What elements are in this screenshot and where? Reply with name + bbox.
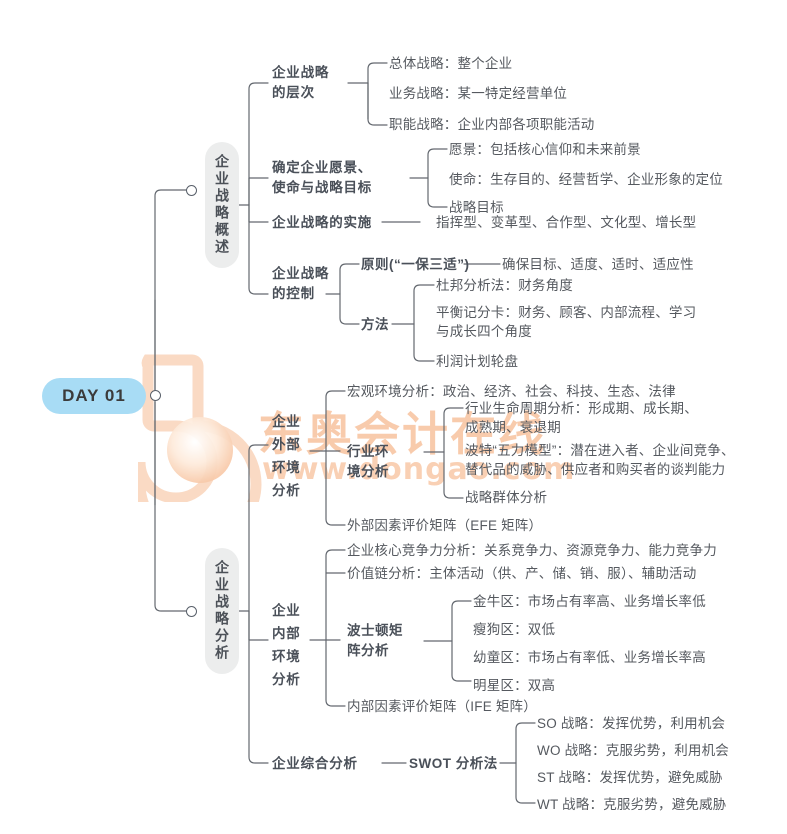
leaf-question-mark[interactable]: 幼童区：市场占有率低、业务增长率高: [473, 650, 706, 665]
node-control-methods[interactable]: 方法: [361, 317, 389, 332]
leaf-profit-plan-wheel[interactable]: 利润计划轮盘: [436, 354, 519, 369]
leaf-industry-lifecycle[interactable]: 行业生命周期分析：形成期、成长期、 成熟期、衰退期: [465, 401, 698, 435]
branch-knob-1[interactable]: [186, 185, 197, 196]
leaf-mission[interactable]: 使命：生存目的、经营哲学、企业形象的定位: [449, 172, 723, 187]
leaf-functional-strategy[interactable]: 职能战略：企业内部各项职能活动: [389, 117, 595, 132]
node-bcg-matrix[interactable]: 波士顿矩 阵分析: [347, 623, 403, 658]
leaf-strategic-goal[interactable]: 战略目标: [449, 200, 504, 215]
leaf-strategic-group[interactable]: 战略群体分析: [465, 490, 548, 505]
branch-node-strategy-analysis[interactable]: 企业战略分析: [205, 548, 239, 674]
leaf-st-strategy[interactable]: ST 战略：发挥优势，避免威胁: [537, 770, 723, 785]
leaf-ife-matrix[interactable]: 内部因素评价矩阵（IFE 矩阵）: [347, 699, 537, 714]
node-strategy-levels[interactable]: 企业战略 的层次: [272, 65, 330, 100]
node-external-environment[interactable]: 企业 外部 环境 分析: [272, 414, 301, 498]
leaf-dupont-analysis[interactable]: 杜邦分析法：财务角度: [436, 278, 573, 293]
leaf-business-strategy[interactable]: 业务战略：某一特定经营单位: [389, 86, 568, 101]
leaf-porter-five-forces[interactable]: 波特“五力模型”：潜在进入者、企业间竞争、 替代品的威胁、供应者和购买者的谈判能…: [465, 443, 735, 477]
branch-knob-2[interactable]: [186, 606, 197, 617]
node-industry-environment[interactable]: 行业环 境分析: [347, 444, 389, 479]
leaf-principle-detail[interactable]: 确保目标、适度、适时、适应性: [502, 257, 694, 272]
leaf-wo-strategy[interactable]: WO 战略：克服劣势，利用机会: [537, 743, 729, 758]
leaf-implementation-types[interactable]: 指挥型、变革型、合作型、文化型、增长型: [436, 215, 697, 230]
node-vision-mission-goals[interactable]: 确定企业愿景、 使命与战略目标: [272, 160, 373, 195]
node-internal-environment[interactable]: 企业 内部 环境 分析: [272, 603, 301, 687]
node-comprehensive-analysis[interactable]: 企业综合分析: [272, 756, 358, 771]
leaf-core-competence[interactable]: 企业核心竞争力分析：关系竞争力、资源竞争力、能力竞争力: [347, 543, 717, 558]
leaf-balanced-scorecard[interactable]: 平衡记分卡：财务、顾客、内部流程、学习 与成长四个角度: [436, 305, 697, 339]
leaf-wt-strategy[interactable]: WT 战略：克服劣势，避免威胁: [537, 797, 727, 812]
leaf-so-strategy[interactable]: SO 战略：发挥优势，利用机会: [537, 716, 726, 731]
root-node[interactable]: DAY 01: [42, 378, 146, 414]
leaf-overall-strategy[interactable]: 总体战略：整个企业: [389, 56, 513, 71]
leaf-star[interactable]: 明星区：双高: [473, 678, 556, 693]
node-swot-method[interactable]: SWOT 分析法: [409, 756, 498, 771]
leaf-dog[interactable]: 瘦狗区：双低: [473, 622, 556, 637]
node-strategy-implementation[interactable]: 企业战略的实施: [272, 215, 373, 230]
node-control-principle[interactable]: 原则(“一保三适”): [361, 257, 470, 272]
root-knob[interactable]: [150, 390, 161, 401]
leaf-vision[interactable]: 愿景：包括核心信仰和未来前景: [449, 142, 641, 157]
branch-node-strategy-overview[interactable]: 企业战略概述: [205, 142, 239, 268]
leaf-value-chain[interactable]: 价值链分析：主体活动（供、产、储、销、服）、辅助活动: [347, 566, 697, 581]
leaf-macro-environment[interactable]: 宏观环境分析：政治、经济、社会、科技、生态、法律: [347, 384, 676, 399]
leaf-cash-cow[interactable]: 金牛区：市场占有率高、业务增长率低: [473, 594, 706, 609]
node-strategy-control[interactable]: 企业战略 的控制: [272, 266, 330, 301]
leaf-efe-matrix[interactable]: 外部因素评价矩阵（EFE 矩阵）: [347, 518, 543, 533]
